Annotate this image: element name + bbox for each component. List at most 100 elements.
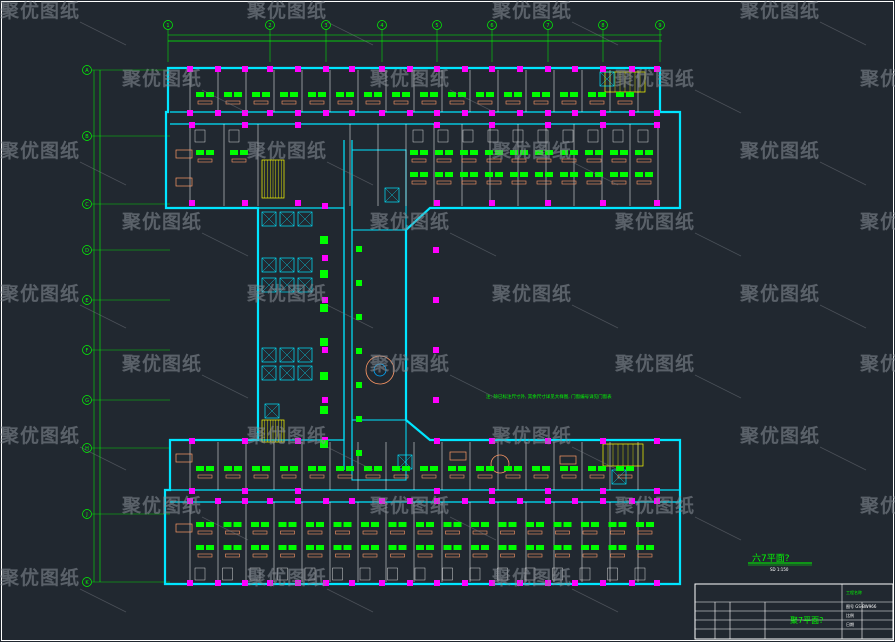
bed <box>361 522 369 527</box>
bed <box>318 92 326 97</box>
column <box>242 66 248 72</box>
left-axis-label: C <box>85 202 89 208</box>
watermark-stroke <box>326 21 374 46</box>
bed <box>288 522 297 527</box>
bed <box>470 150 478 155</box>
bed <box>510 150 518 155</box>
bed <box>336 466 344 471</box>
bed <box>420 466 428 471</box>
bed <box>608 545 617 550</box>
bed <box>504 466 512 471</box>
watermark-text: 聚优图纸 <box>491 282 572 305</box>
column <box>215 110 221 116</box>
cabinet <box>253 474 269 479</box>
elevator-15 <box>264 403 280 419</box>
column <box>462 66 468 72</box>
left-axis-label: B <box>85 134 89 140</box>
bed <box>230 150 238 155</box>
cabinet <box>486 180 502 185</box>
bed <box>495 150 503 155</box>
cabinet <box>472 530 488 535</box>
watermark-stroke <box>79 588 127 613</box>
bed <box>402 466 410 471</box>
bed <box>532 466 540 471</box>
elevator-cross <box>261 277 277 293</box>
left-axis-bubble <box>82 443 92 453</box>
bed <box>520 150 528 155</box>
cabinet <box>309 100 325 105</box>
bed <box>626 466 634 471</box>
column <box>242 110 248 116</box>
watermark-stroke <box>571 304 619 329</box>
bathroom <box>304 567 316 581</box>
bed <box>486 92 494 97</box>
fixture <box>320 440 328 448</box>
bed <box>308 466 316 471</box>
bed <box>514 466 522 471</box>
elevator-cross <box>261 347 277 363</box>
column <box>517 498 523 504</box>
elevator-8 <box>297 277 313 293</box>
elevator-cross <box>611 469 627 485</box>
bathroom <box>194 567 206 581</box>
column <box>349 580 355 586</box>
column <box>349 498 355 504</box>
bed <box>508 545 517 550</box>
core-south <box>351 419 407 481</box>
bed <box>598 92 606 97</box>
bathroom <box>497 567 508 581</box>
cabinet <box>505 474 521 479</box>
bed <box>645 172 653 177</box>
top-axis-label: 1 <box>166 23 169 29</box>
title-block-name: 工程名称 <box>846 589 862 595</box>
bed <box>430 466 438 471</box>
bathroom <box>512 129 524 143</box>
bed <box>392 466 400 471</box>
bed <box>206 92 214 97</box>
bathroom <box>277 567 288 581</box>
fixture <box>320 270 328 278</box>
watermark-text: 聚优图纸 <box>246 282 327 305</box>
column <box>322 203 328 209</box>
cabinet <box>335 530 350 535</box>
column <box>434 438 440 444</box>
left-axis-bubble <box>82 295 92 305</box>
column <box>242 122 248 128</box>
bed <box>388 522 397 527</box>
cabinet <box>527 553 543 558</box>
column <box>189 122 195 128</box>
column <box>323 498 329 504</box>
title-block-date: 日期 <box>846 621 854 627</box>
bathroom <box>469 567 481 581</box>
watermark-text: 聚优图纸 <box>369 210 450 233</box>
cabinet <box>225 100 241 105</box>
cabinet <box>449 474 465 479</box>
bed <box>206 545 214 550</box>
watermark-text: 聚优图纸 <box>614 494 695 517</box>
column <box>434 66 440 72</box>
bathroom <box>587 129 599 143</box>
top-axis-bubble <box>543 20 553 30</box>
column <box>379 498 385 504</box>
fixture <box>356 416 362 422</box>
column <box>267 110 273 116</box>
cabinet <box>231 158 247 163</box>
bed <box>495 172 503 177</box>
bathroom <box>562 129 574 143</box>
desk <box>559 455 577 465</box>
column <box>489 200 495 206</box>
cabinet <box>617 474 633 479</box>
watermark-text: 聚优图纸 <box>0 566 80 589</box>
bed <box>498 545 507 550</box>
left-axis-label: J <box>85 512 87 518</box>
column <box>654 110 660 116</box>
column <box>489 580 495 586</box>
cabinet <box>335 553 350 558</box>
top-axis-bubble <box>321 20 331 30</box>
column <box>295 498 301 504</box>
bed <box>485 172 493 177</box>
watermark-text: 聚优图纸 <box>491 424 572 447</box>
bed <box>510 172 518 177</box>
bathroom <box>612 129 624 143</box>
